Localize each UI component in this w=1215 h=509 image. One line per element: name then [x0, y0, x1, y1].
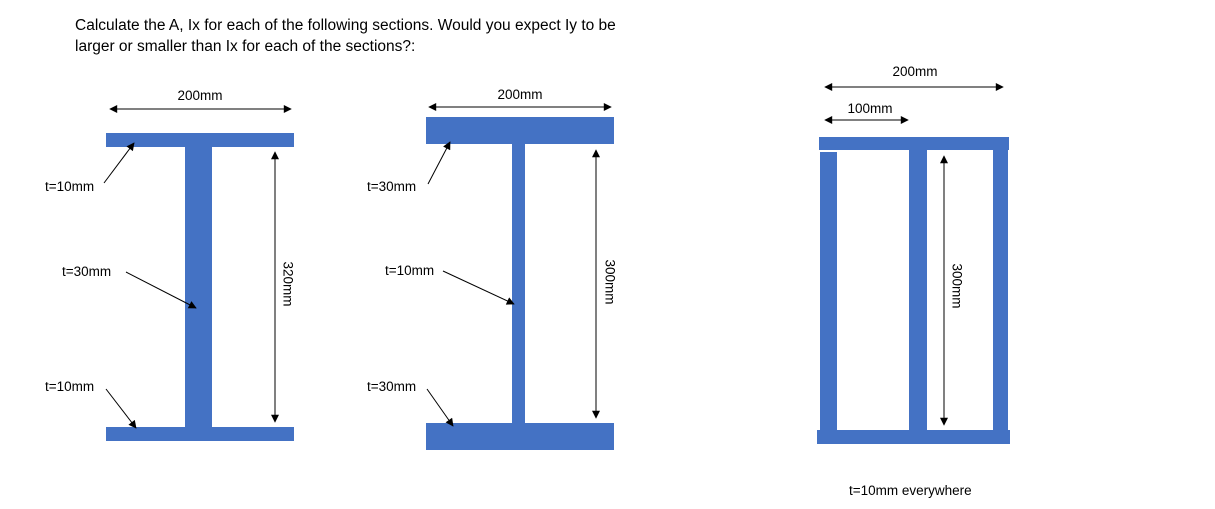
section2-height-dim-label: 300mm: [602, 259, 618, 305]
section3-box: [817, 83, 1010, 444]
section1-height-dim-label: 320mm: [280, 261, 296, 307]
section1-top-flange-thickness-label: t=10mm: [45, 179, 95, 194]
section2-bottom-flange: [426, 423, 614, 450]
section1-web: [185, 147, 212, 427]
section2-top-flange-leader-arrow: [427, 141, 451, 185]
section2-top-flange: [426, 117, 614, 144]
section1-bottom-flange: [106, 427, 294, 441]
section1-top-flange: [106, 133, 294, 147]
section3-thickness-note: t=10mm everywhere: [849, 483, 972, 498]
section1-top-flange-leader-arrow: [103, 142, 135, 184]
question-line-2: larger or smaller than Ix for each of th…: [75, 38, 416, 55]
section3-height-dim-label: 300mm: [949, 263, 965, 309]
section3-half-width-dim-label: 100mm: [847, 101, 893, 116]
section2-web-leader-arrow: [442, 270, 515, 305]
section1-web-leader-arrow: [125, 271, 197, 309]
section2-web: [512, 144, 525, 423]
section1-width-dim-label: 200mm: [177, 88, 223, 103]
section1-bottom-flange-thickness-label: t=10mm: [45, 379, 95, 394]
section2-top-flange-thickness-label: t=30mm: [367, 179, 417, 194]
section3-middle-web: [909, 150, 927, 430]
question-line-1: Calculate the A, Ix for each of the foll…: [75, 17, 616, 34]
section2-ibeam: [426, 103, 614, 450]
section3-top-flange: [819, 137, 1009, 150]
section2-web-thickness-label: t=10mm: [385, 263, 435, 278]
section3-width-dim-label: 200mm: [892, 64, 938, 79]
section2-width-dim-label: 200mm: [497, 87, 543, 102]
section2-bottom-flange-leader-arrow: [426, 388, 454, 427]
section3-right-wall: [993, 150, 1008, 430]
section1-web-thickness-label: t=30mm: [62, 264, 112, 279]
section3-left-wall: [820, 152, 837, 430]
section3-bottom-flange: [817, 430, 1010, 444]
section2-bottom-flange-thickness-label: t=30mm: [367, 379, 417, 394]
question-text: Calculate the A, Ix for each of the foll…: [75, 15, 616, 57]
section1-bottom-flange-leader-arrow: [105, 388, 137, 429]
section1-ibeam: [103, 105, 294, 441]
